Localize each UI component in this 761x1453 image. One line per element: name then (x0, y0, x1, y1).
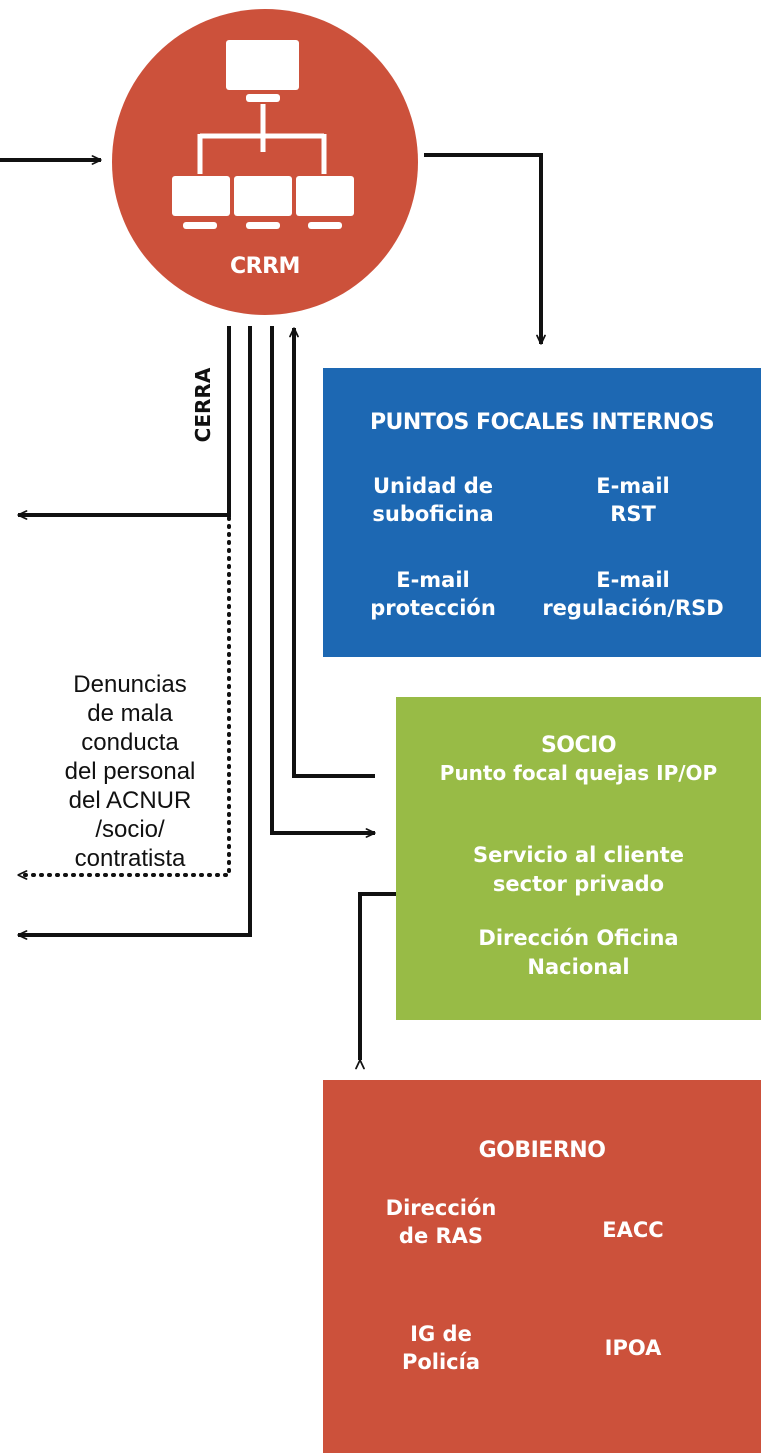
socio-item-direccion: Dirección Oficina Nacional (478, 926, 679, 979)
gobierno-item-eacc: EACC (602, 1218, 664, 1242)
hub-to-puntos-arrow (424, 153, 541, 344)
socio-to-hub-arrow (294, 328, 375, 778)
socio-box: SOCIO Punto focal quejas IP/OP Servicio … (396, 697, 761, 1020)
misconduct-dotted-arrow (16, 516, 231, 875)
gobierno-item-ras: Dirección de RAS (385, 1196, 497, 1248)
hub-to-socio-arrow (270, 326, 375, 833)
network-computers-icon (172, 40, 354, 229)
gobierno-item-ipoa: IPOA (604, 1336, 662, 1360)
socio-title: SOCIO (540, 733, 617, 758)
cerra-left-arrow (18, 326, 231, 515)
gobierno-box: GOBIERNO Dirección de RAS EACC IG de Pol… (323, 1080, 761, 1453)
socio-item-quejas: Punto focal quejas IP/OP (439, 761, 718, 785)
puntos-focales-title: PUNTOS FOCALES INTERNOS (369, 410, 715, 435)
gobierno-title: GOBIERNO (478, 1138, 606, 1163)
gobierno-item-ig-policia: IG de Policía (401, 1322, 481, 1374)
puntos-focales-box: PUNTOS FOCALES INTERNOS Unidad de subofi… (323, 368, 761, 657)
hub-label: CRRM (230, 254, 300, 279)
puntos-item-rst: E-mail RST (596, 474, 670, 526)
socio-item-servicio: Servicio al cliente sector privado (473, 843, 684, 896)
puntos-item-proteccion: E-mail protección (370, 568, 496, 620)
puntos-item-unidad: Unidad de suboficina (372, 474, 494, 526)
misconduct-note: Denuncias de mala conducta del personal … (64, 671, 196, 872)
puntos-item-regulacion: E-mail regulación/RSD (542, 568, 724, 620)
cerra-label: CERRA (191, 367, 215, 443)
crrm-hub-circle (112, 9, 418, 315)
bottom-left-arrow (18, 326, 252, 935)
